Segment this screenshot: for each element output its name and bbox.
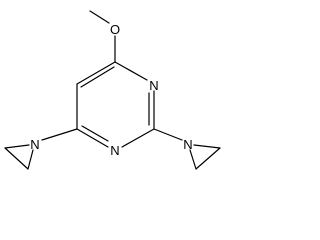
- aziridine-right-nitrogen-label: N: [183, 137, 192, 152]
- ring-nitrogen-right-label: N: [149, 78, 158, 93]
- bond-cb-naz1: [27, 149, 34, 170]
- bond-methyl-o: [89, 10, 110, 24]
- bond-c4-naz1: [41, 128, 78, 141]
- bond-ca-cb: [4, 147, 29, 170]
- bond-naz2-cc: [193, 144, 221, 149]
- bond-c4-n3-inner: [81, 125, 109, 142]
- bond-c4-n3: [76, 128, 109, 148]
- bond-n3-c2: [121, 128, 155, 148]
- structure-diagram: O N N N N: [4, 10, 221, 170]
- bond-c2-naz2: [153, 128, 183, 141]
- ring-nitrogen-bottom-label: N: [110, 143, 119, 158]
- bond-n1-c6: [114, 61, 148, 81]
- bond-c6-c5-inner: [80, 66, 115, 88]
- bond-naz1-ca: [4, 144, 30, 149]
- bond-c6-c5: [76, 61, 116, 85]
- oxygen-label: O: [110, 22, 120, 37]
- bond-cd-naz2: [189, 149, 197, 170]
- aziridine-left-nitrogen-label: N: [30, 137, 39, 152]
- bond-cc-cd: [195, 147, 221, 170]
